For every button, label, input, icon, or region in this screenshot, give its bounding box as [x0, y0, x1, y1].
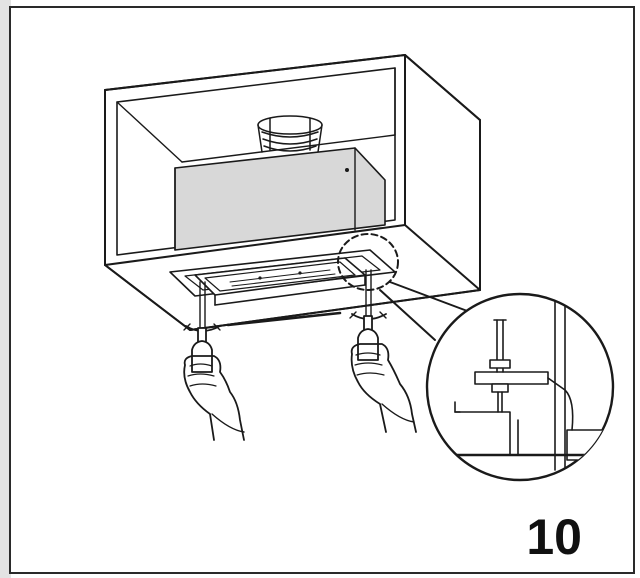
duct-collar: [257, 115, 323, 153]
filter-tray: [194, 257, 366, 306]
left-hand-screwdriver: [183, 327, 245, 441]
detail-marker-circle: [337, 233, 399, 291]
right-screw: [349, 269, 387, 320]
left-margin-strip: [0, 0, 11, 578]
hood-insert-body: [174, 147, 386, 251]
step-number: 10: [526, 509, 582, 565]
zoom-detail: [425, 292, 615, 482]
right-hand-screwdriver: [350, 315, 417, 433]
zoom-connector-lines: [379, 281, 471, 341]
direction-line: [226, 311, 342, 327]
